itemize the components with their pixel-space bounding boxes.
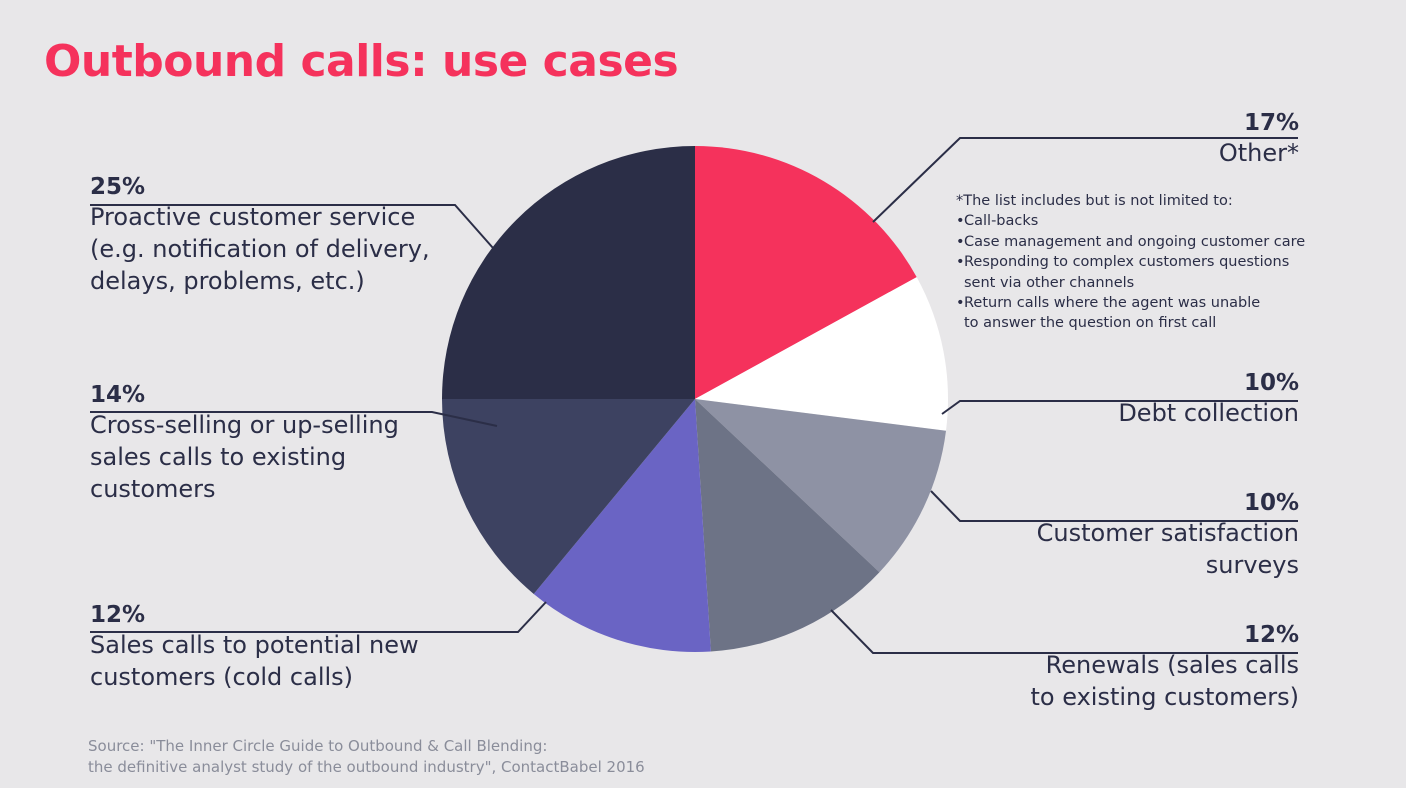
leader-other <box>872 137 1298 223</box>
slice-label-cold-calls: 12% Sales calls to potential new custome… <box>90 601 419 693</box>
slice-percent: 12% <box>90 602 146 628</box>
slice-percent: 10% <box>1243 490 1299 516</box>
slice-text: Other* <box>1218 139 1299 167</box>
leader-proactive <box>90 204 494 249</box>
leader-debt-collection <box>941 400 1298 415</box>
slice-label-proactive: 25% Proactive customer service (e.g. not… <box>90 173 430 297</box>
source-citation: Source: "The Inner Circle Guide to Outbo… <box>88 737 645 776</box>
footnote-heading: *The list includes but is not limited to… <box>956 193 1233 209</box>
slice-label-other: 17% Other* <box>1219 109 1299 169</box>
leader-cold-calls <box>90 601 547 633</box>
slice-percent: 12% <box>1243 622 1299 648</box>
leader-renewals <box>830 609 1298 654</box>
slice-satisfaction-surveys <box>695 399 947 573</box>
slice-cross-selling <box>442 399 695 594</box>
slice-label-satisfaction-surveys: 10% Customer satisfaction surveys <box>1037 489 1299 581</box>
chart-title: Outbound calls: use cases <box>44 36 679 87</box>
slice-text: Sales calls to potential new customers (… <box>90 631 419 691</box>
slice-other <box>695 146 917 399</box>
slice-percent: 17% <box>1243 110 1299 136</box>
leader-cross-selling <box>90 411 498 427</box>
footnote-item: Responding to complex customers question… <box>956 252 1305 293</box>
slice-label-cross-selling: 14% Cross-selling or up-selling sales ca… <box>90 381 399 505</box>
slice-cold-calls <box>533 399 711 652</box>
slice-text: Renewals (sales calls to existing custom… <box>1030 651 1299 711</box>
footnote-item: Return calls where the agent was unable … <box>956 293 1305 334</box>
slice-text: Cross-selling or up-selling sales calls … <box>90 411 399 503</box>
slice-percent: 25% <box>90 174 146 200</box>
slice-label-renewals: 12% Renewals (sales calls to existing cu… <box>1031 621 1299 713</box>
leader-satisfaction-surveys <box>930 490 1298 522</box>
footnote-item: Call-backs <box>956 211 1305 232</box>
slice-proactive <box>442 146 695 399</box>
slice-label-debt-collection: 10% Debt collection <box>1118 369 1299 429</box>
slice-text: Debt collection <box>1118 399 1299 427</box>
other-footnote: *The list includes but is not limited to… <box>956 191 1305 334</box>
slice-percent: 14% <box>90 382 146 408</box>
slice-percent: 10% <box>1243 370 1299 396</box>
slice-renewals <box>695 399 880 652</box>
footnote-item: Case management and ongoing customer car… <box>956 232 1305 253</box>
slice-debt-collection <box>695 277 948 431</box>
slice-text: Proactive customer service (e.g. notific… <box>90 203 430 295</box>
slice-text: Customer satisfaction surveys <box>1036 519 1299 579</box>
